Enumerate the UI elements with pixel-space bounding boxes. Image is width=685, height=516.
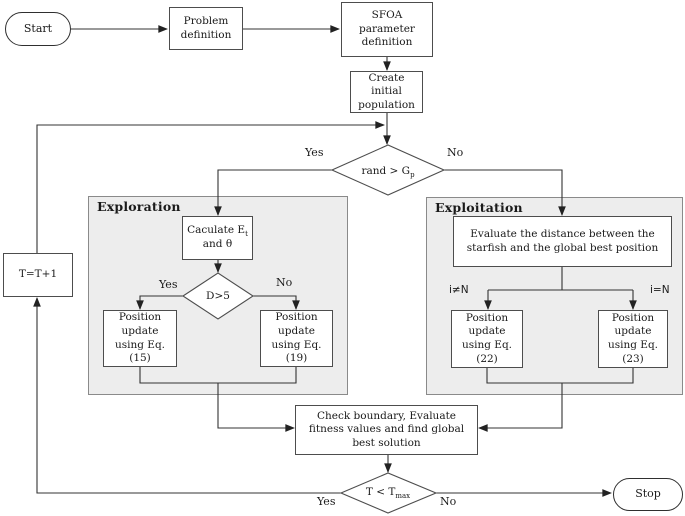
problem-definition-box: Problem definition [169,7,243,50]
edge-exploitation-check [478,368,563,432]
edge-eq19-merge [218,367,297,384]
tmax-decision-label: T < Tmax [365,486,411,501]
evaluate-distance-label: Evaluate the distance between the starfi… [466,227,659,254]
eq19-update-label: Position update using Eq.(19) [271,311,322,365]
tmax-yes-label: Yes [317,495,336,508]
rand-decision-label: rand > Gp [361,165,415,180]
eq23-update-box: Position update using Eq.(23) [598,310,668,368]
exploitation-title: Exploitation [435,200,523,215]
edge-exploration-check [139,367,295,432]
check-boundary-box: Check boundary, Evaluate fitness values … [295,405,478,455]
start-terminator: Start [5,12,71,46]
i-neq-label: i≠N [449,284,469,296]
check-boundary-label: Check boundary, Evaluate fitness values … [308,409,465,449]
edge-iterate-loop [36,121,385,253]
i-eq-label: i=N [650,284,670,296]
rand-no-label: No [447,146,464,159]
create-population-label: Create initial population [358,71,415,111]
eq19-update-box: Position update using Eq.(19) [260,310,333,367]
eq22-update-box: Position update using Eq.(22) [451,310,523,368]
d5-no-label: No [276,276,293,289]
eq23-update-label: Position update using Eq.(23) [607,311,659,365]
start-label: Start [23,21,53,35]
d5-yes-label: Yes [159,278,178,291]
tmax-no-label: No [440,495,457,508]
iterate-box: T=T+1 [3,253,73,297]
rand-decision-diamond [330,144,446,196]
d5-decision-diamond [181,272,255,320]
eq22-update-label: Position update using Eq.(22) [461,311,513,365]
edge-rand-yes [214,169,332,216]
tmax-decision-diamond [339,472,438,514]
eq15-update-label: Position update using Eq.(15) [114,311,166,365]
d5-decision-label: D>5 [206,290,230,302]
edge-eq23-merge [562,368,634,384]
iterate-label: T=T+1 [18,268,58,281]
eq15-update-box: Position update using Eq.(15) [103,310,177,367]
exploration-title: Exploration [97,199,181,214]
sfoa-parameter-box: SFOA parameter definition [341,2,433,57]
calculate-box: Caculate Et and θ [182,216,253,260]
stop-label: Stop [635,487,661,501]
problem-definition-label: Problem definition [180,14,232,41]
edge-tmax-iterate [33,297,341,494]
edge-rand-no [444,169,566,216]
rand-yes-label: Yes [305,146,324,159]
edge-d5-yes [136,295,183,310]
calculate-label: Caculate Et and θ [187,224,248,250]
create-population-box: Create initial population [350,71,423,113]
evaluate-distance-box: Evaluate the distance between the starfi… [453,216,672,267]
stop-terminator: Stop [613,478,683,511]
sfoa-parameter-label: SFOA parameter definition [359,9,415,49]
edge-d5-no [253,295,300,310]
